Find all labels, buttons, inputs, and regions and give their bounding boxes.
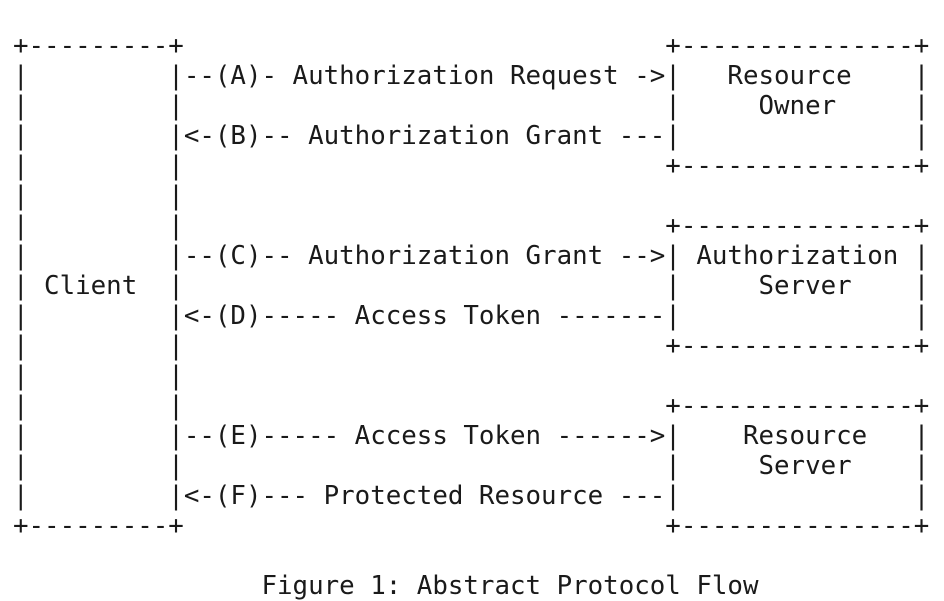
diagram-line-authorization-server-bottom-border: | | +---------------+ (13, 331, 930, 361)
diagram-line-authorization-grant-b: | |<-(B)-- Authorization Grant ---| | (13, 121, 930, 151)
diagram-line-authorization-grant-c: | |--(C)-- Authorization Grant -->| Auth… (13, 241, 930, 271)
diagram-line-client-top-border: +---------+ +---------------+ (13, 31, 930, 61)
protocol-flow-diagram: +---------+ +---------------+| |--(A)- A… (13, 31, 929, 601)
diagram-line-spacer-3 (13, 541, 929, 571)
diagram-line-resource-owner-bottom-border: | | +---------------+ (13, 151, 930, 181)
figure-caption: Figure 1: Abstract Protocol Flow (13, 571, 759, 601)
diagram-line-authorization-server-top-border: | | +---------------+ (13, 211, 930, 241)
diagram-line-access-token-d: | |<-(D)----- Access Token -------| | (13, 301, 930, 331)
diagram-line-client-label: | Client | | Server | (13, 271, 930, 301)
diagram-line-spacer-1: | | (13, 181, 184, 211)
diagram-line-access-token-e: | |--(E)----- Access Token ------>| Reso… (13, 421, 930, 451)
diagram-line-resource-server-label: | | | Server | (13, 451, 930, 481)
diagram-line-resource-server-top-border: | | +---------------+ (13, 391, 930, 421)
diagram-line-authorization-request: | |--(A)- Authorization Request ->| Reso… (13, 61, 930, 91)
diagram-line-resource-owner-label: | | | Owner | (13, 91, 930, 121)
diagram-line-spacer-2: | | (13, 361, 184, 391)
diagram-line-protected-resource-f: | |<-(F)--- Protected Resource ---| | (13, 481, 930, 511)
diagram-line-bottom-borders: +---------+ +---------------+ (13, 511, 930, 541)
